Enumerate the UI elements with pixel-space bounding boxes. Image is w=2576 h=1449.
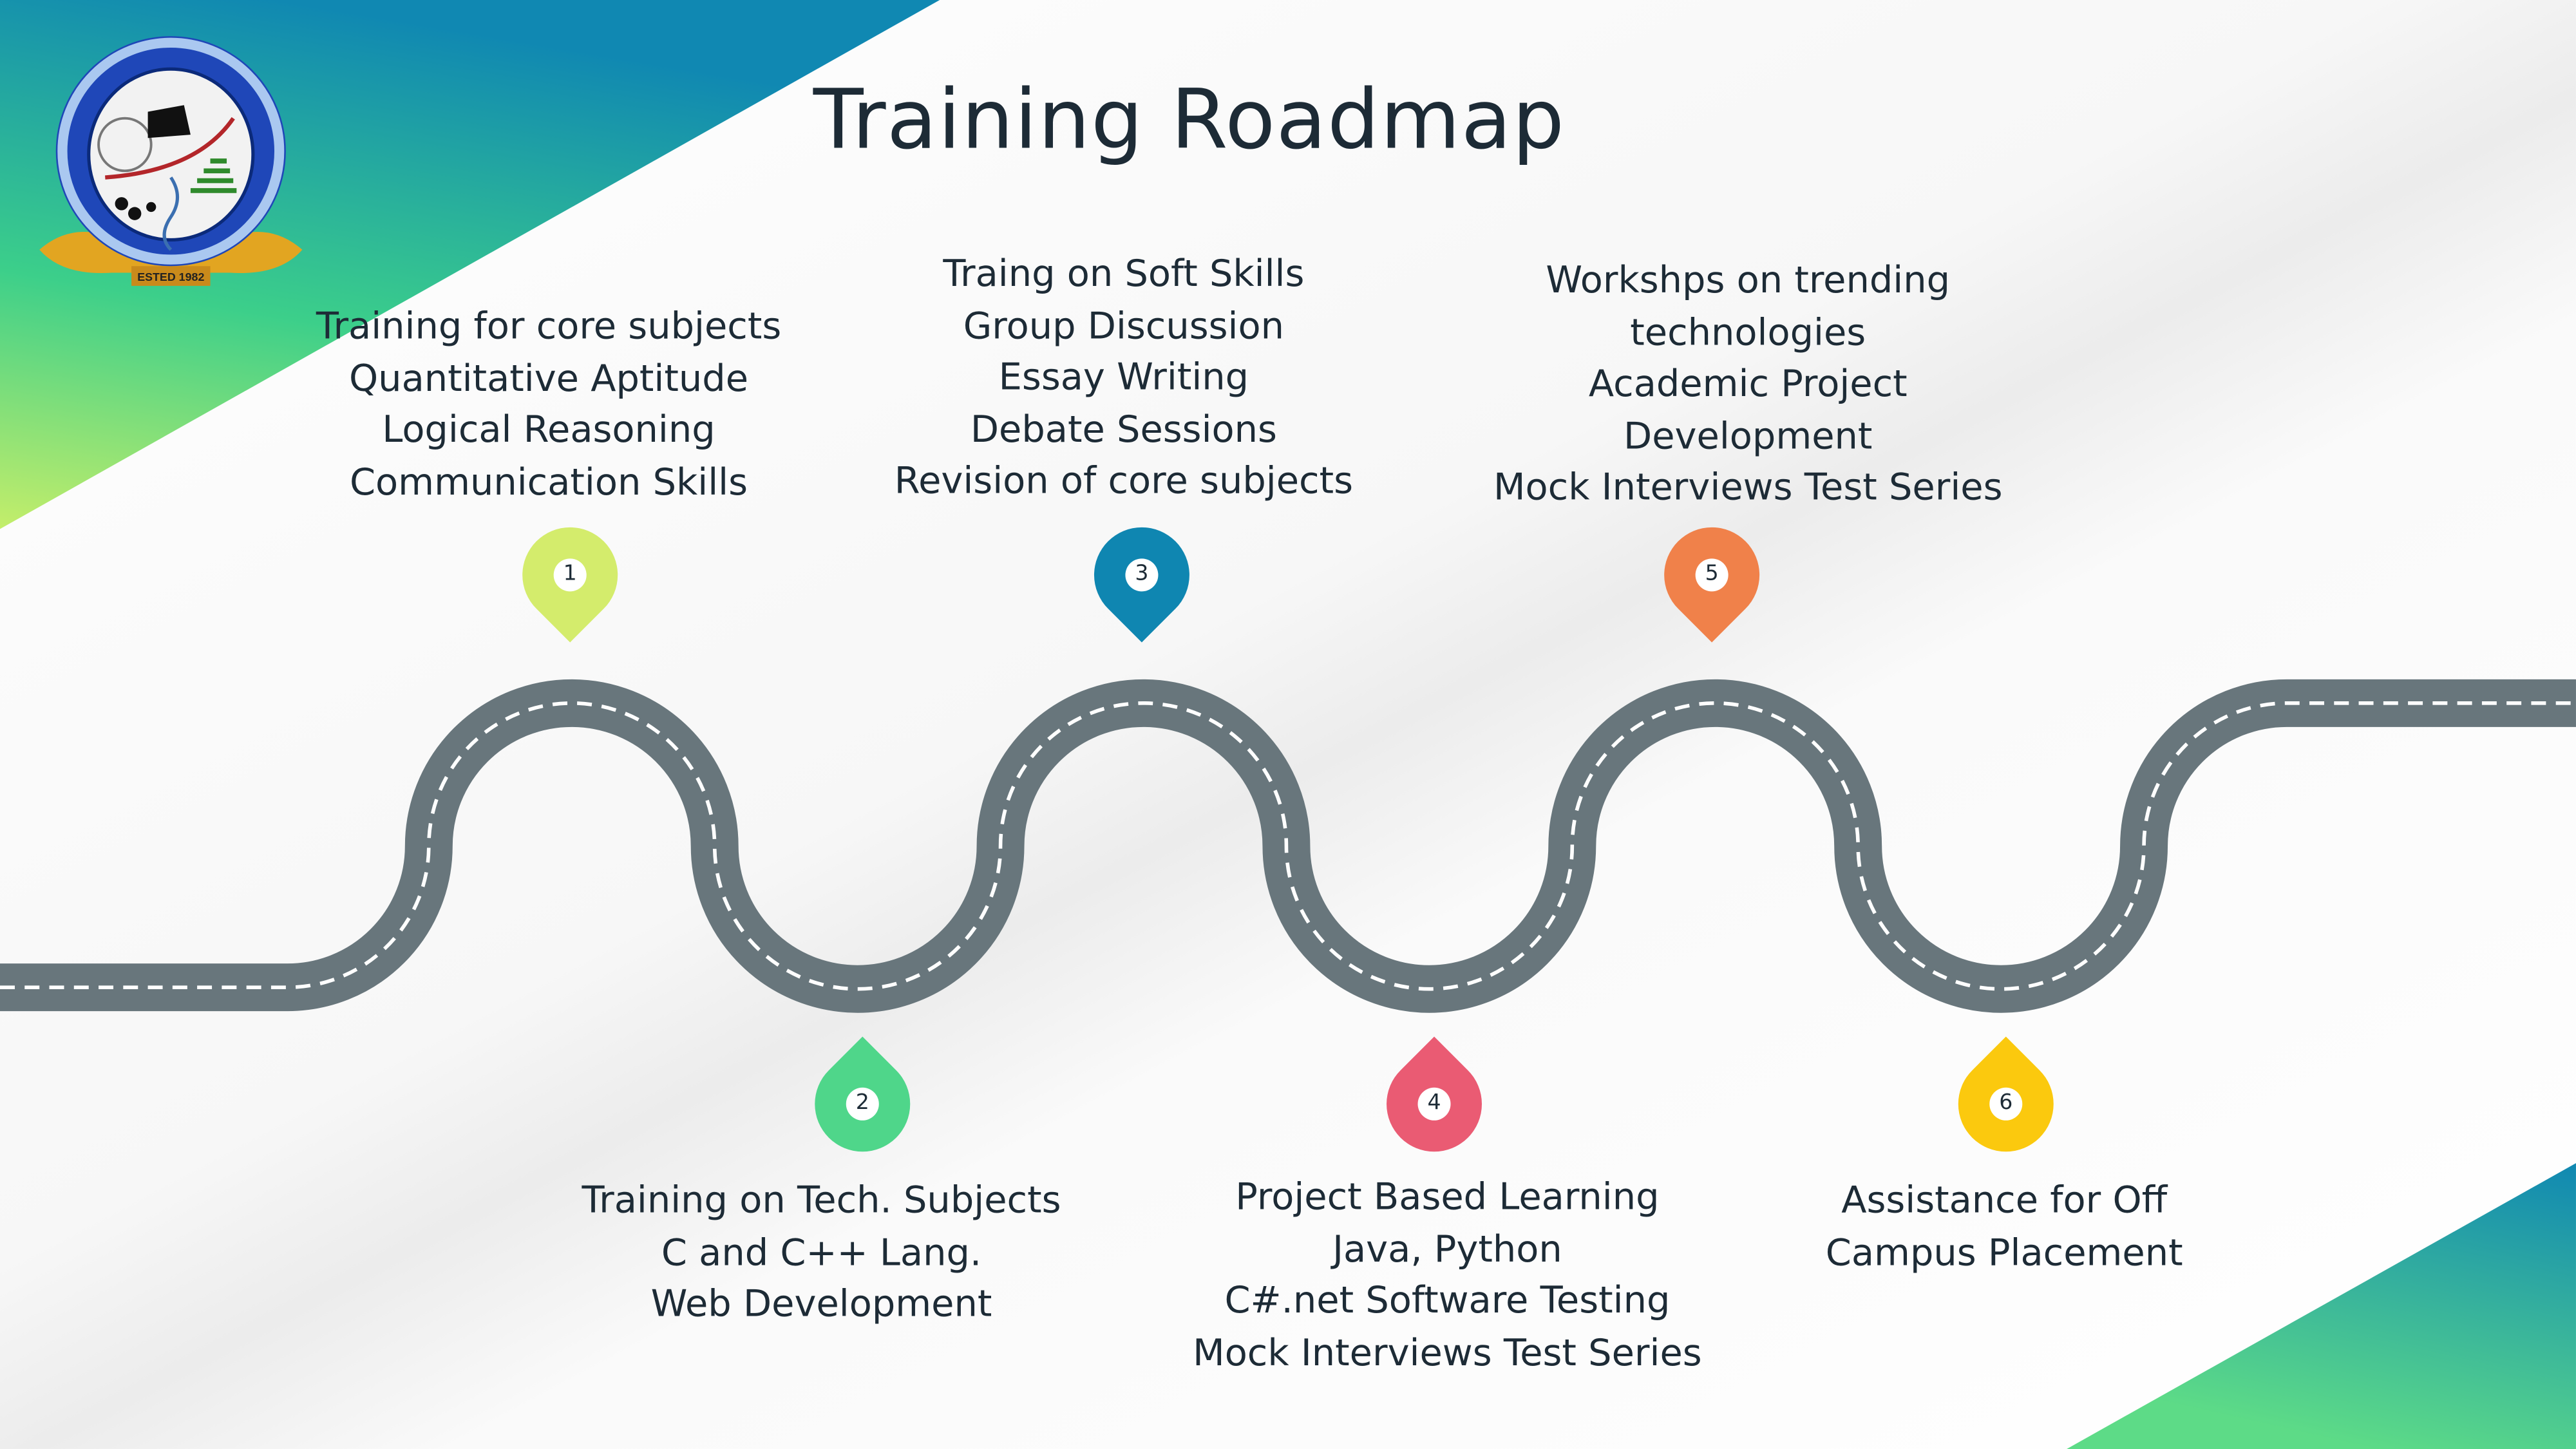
step-6-description: Assistance for Off Campus Placement	[1826, 1177, 2183, 1280]
step-3-marker: 3	[1074, 507, 1209, 643]
step-4-description: Project Based Learning Java, Python C#.n…	[1193, 1173, 1702, 1379]
step-6-line: Campus Placement	[1825, 1231, 2183, 1274]
step-4-line: Mock Interviews Test Series	[1193, 1331, 1702, 1374]
step-5-line: Development	[1624, 415, 1873, 458]
step-number: 1	[553, 558, 587, 592]
step-2-line: Web Development	[650, 1283, 992, 1326]
institution-logo: ESTED 1982	[39, 36, 303, 286]
step-3-line: Essay Writing	[998, 356, 1249, 399]
step-3-line: Group Discussion	[963, 305, 1285, 348]
step-number: 6	[1989, 1087, 2023, 1121]
step-6-marker: 6	[1938, 1036, 2074, 1171]
step-number: 2	[846, 1087, 879, 1121]
step-1-marker: 1	[502, 507, 638, 643]
step-3-line: Debate Sessions	[970, 408, 1277, 451]
step-2-description: Training on Tech. Subjects C and C++ Lan…	[582, 1177, 1061, 1332]
step-1-line: Communication Skills	[349, 460, 748, 504]
step-4-line: C#.net Software Testing	[1224, 1280, 1671, 1323]
step-1-line: Training for core subjects	[316, 305, 782, 348]
step-4-marker: 4	[1367, 1036, 1502, 1171]
step-4-line: Java, Python	[1332, 1227, 1562, 1271]
step-3-line: Traing on Soft Skills	[943, 252, 1305, 296]
step-1-description: Training for core subjects Quantitative …	[316, 302, 781, 509]
step-5-description: Workshps on trending technologies Academ…	[1493, 256, 2003, 515]
step-5-line: Mock Interviews Test Series	[1493, 466, 2003, 509]
svg-text:ESTED 1982: ESTED 1982	[137, 270, 204, 283]
step-5-line: Workshps on trending	[1546, 260, 1951, 303]
step-2-line: C and C++ Lang.	[661, 1231, 982, 1274]
step-2-marker: 2	[795, 1036, 930, 1171]
step-3-line: Revision of core subjects	[894, 460, 1353, 503]
step-number: 4	[1417, 1087, 1451, 1121]
step-5-marker: 5	[1644, 507, 1779, 643]
step-number: 5	[1695, 558, 1728, 592]
page-title: Training Roadmap	[813, 72, 1566, 168]
bottom-right-gradient-triangle	[2067, 1163, 2576, 1449]
step-5-line: technologies	[1630, 311, 1866, 354]
step-1-line: Quantitative Aptitude	[349, 357, 749, 401]
step-2-line: Training on Tech. Subjects	[582, 1179, 1061, 1222]
road-center-line	[0, 701, 2576, 991]
step-1-line: Logical Reasoning	[382, 409, 715, 452]
step-4-line: Project Based Learning	[1235, 1176, 1660, 1219]
step-number: 3	[1125, 558, 1159, 592]
step-5-line: Academic Project	[1588, 363, 1908, 406]
step-6-line: Assistance for Off	[1841, 1179, 2168, 1222]
step-3-description: Traing on Soft Skills Group Discussion E…	[895, 250, 1353, 509]
